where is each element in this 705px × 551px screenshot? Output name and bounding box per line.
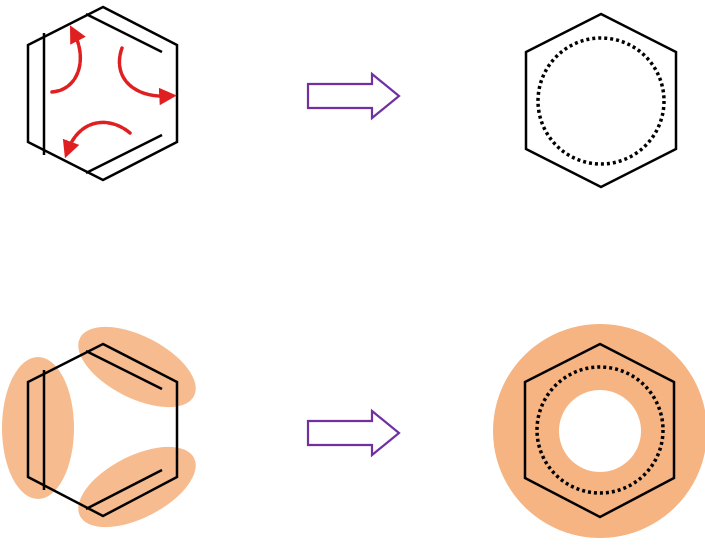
kekule-structure-with-arrows — [26, 5, 179, 182]
pi-electron-cloud — [78, 326, 196, 408]
double-bond-inner-line — [85, 133, 163, 175]
delocalization-dotted-circle — [535, 365, 665, 495]
benzene-ring-outline — [524, 12, 678, 189]
benzene-dotted-circle-structure — [524, 12, 678, 189]
benzene-ring-outline — [26, 5, 179, 182]
delocalization-dotted-circle — [536, 36, 666, 166]
delocalized-pi-cloud — [493, 324, 705, 538]
benzene-delocalized-cloud-structure — [493, 324, 705, 538]
double-bond-inner-line — [85, 349, 163, 391]
double-bond-inner-line — [85, 468, 163, 511]
curved-arrow-icon — [50, 25, 86, 94]
hollow-right-arrow-icon — [306, 408, 401, 458]
curved-arrow-icon — [117, 46, 177, 106]
pi-electron-cloud — [78, 446, 196, 528]
benzene-ring-outline — [26, 342, 179, 518]
pi-electron-cloud — [2, 357, 74, 499]
benzene-ring-outline — [523, 342, 676, 519]
double-bond-inner-line — [85, 12, 163, 54]
hollow-right-arrow-icon — [306, 71, 401, 121]
curved-arrow-icon — [62, 120, 132, 159]
kekule-structure-with-pi-clouds — [2, 326, 196, 528]
